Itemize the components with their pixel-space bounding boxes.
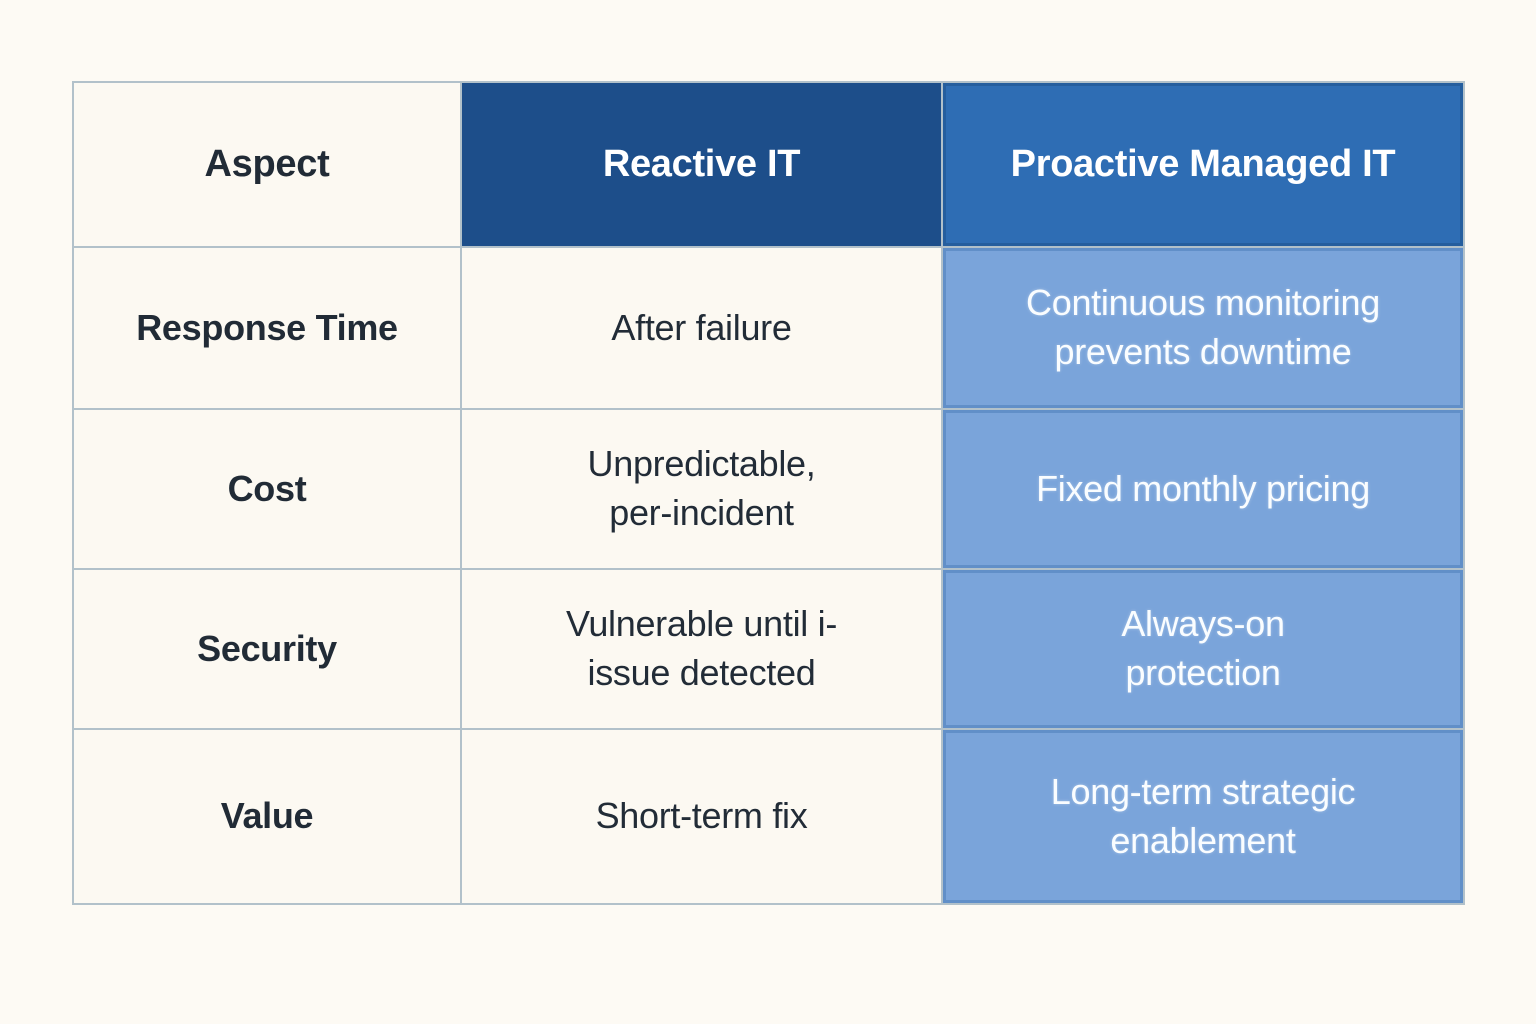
header-row: Aspect Reactive IT Proactive Managed IT <box>72 81 1465 248</box>
table-row: Security Vulnerable until i- issue detec… <box>72 568 1465 730</box>
reactive-cell-cost: Unpredictable, per-incident <box>460 408 943 570</box>
proactive-cell-value: Long-term strategic enablement <box>941 728 1465 905</box>
proactive-cell-response-time: Continuous monitoring prevents downtime <box>941 246 1465 410</box>
row-label-cost: Cost <box>72 408 462 570</box>
header-cell-reactive-it: Reactive IT <box>460 81 943 248</box>
table-row: Response Time After failure Continuous m… <box>72 246 1465 410</box>
header-cell-aspect: Aspect <box>72 81 462 248</box>
header-cell-proactive-managed-it: Proactive Managed IT <box>941 81 1465 248</box>
reactive-cell-response-time: After failure <box>460 246 943 410</box>
reactive-cell-security: Vulnerable until i- issue detected <box>460 568 943 730</box>
comparison-table: Aspect Reactive IT Proactive Managed IT … <box>72 81 1465 905</box>
table-row: Cost Unpredictable, per-incident Fixed m… <box>72 408 1465 570</box>
row-label-response-time: Response Time <box>72 246 462 410</box>
comparison-table-container: Aspect Reactive IT Proactive Managed IT … <box>72 81 1465 905</box>
proactive-cell-security: Always-on protection <box>941 568 1465 730</box>
reactive-cell-value: Short-term fix <box>460 728 943 905</box>
table-row: Value Short-term fix Long-term strategic… <box>72 728 1465 905</box>
row-label-value: Value <box>72 728 462 905</box>
proactive-cell-cost: Fixed monthly pricing <box>941 408 1465 570</box>
row-label-security: Security <box>72 568 462 730</box>
